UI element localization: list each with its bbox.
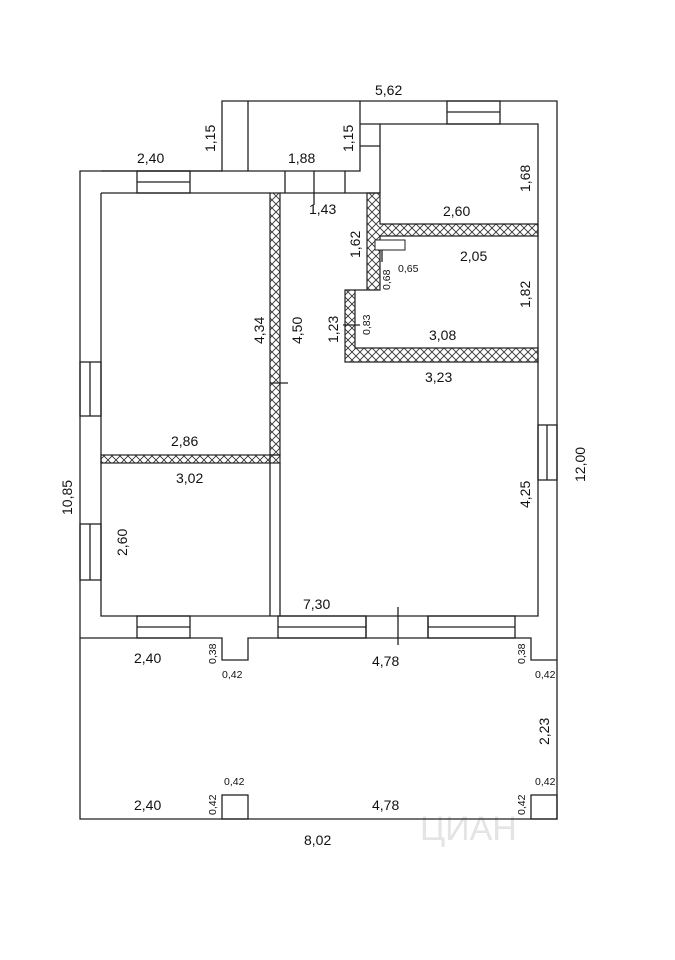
dim-post-right-h: 0,42 (516, 794, 528, 815)
dim-bath-bottom-outer: 3,23 (425, 369, 452, 385)
partition-walls (100, 192, 539, 616)
dim-bath-height: 1,82 (517, 281, 533, 308)
dim-room-height: 1,68 (517, 165, 533, 192)
dim-terrace-left-bottom: 2,40 (134, 797, 161, 813)
dim-corridor-width: 1,43 (309, 201, 336, 217)
dim-corridor-height: 1,62 (347, 231, 363, 258)
dim-top-left: 2,40 (137, 150, 164, 166)
dim-terrace-mid-bottom: 4,78 (372, 797, 399, 813)
dim-left-room-inner: 4,34 (251, 317, 267, 344)
dim-terrace-mid-top: 4,78 (372, 653, 399, 669)
watermark: ЦИАН (420, 810, 517, 848)
windows (79, 100, 558, 820)
dim-living-height: 4,25 (517, 481, 533, 508)
dim-terrace-height: 2,23 (536, 718, 552, 745)
dim-left-total: 10,85 (59, 480, 75, 515)
dim-living-width: 7,30 (303, 596, 330, 612)
dimension-lines (313, 171, 399, 645)
dim-left-room-outer: 4,50 (289, 317, 305, 344)
dim-column-width-left: 0,42 (222, 669, 243, 681)
dim-vestibule-left: 1,15 (202, 125, 218, 152)
dim-living-left: 2,60 (114, 529, 130, 556)
dim-top-total: 5,62 (375, 82, 402, 98)
dim-terrace-left-top: 2,40 (134, 650, 161, 666)
dim-column-width-right: 0,42 (535, 669, 556, 681)
dim-left-room-width-inner: 2,86 (171, 433, 198, 449)
dim-left-room-width-outer: 3,02 (176, 470, 203, 486)
dim-vestibule-right: 1,15 (340, 125, 356, 152)
dim-bath-bottom-inner: 3,08 (429, 327, 456, 343)
dim-bath-width: 2,05 (460, 248, 487, 264)
dim-niche-height: 0,68 (381, 269, 393, 290)
dim-post-left-w: 0,42 (224, 776, 245, 788)
dim-column-depth-left: 0,38 (207, 643, 219, 664)
dim-vestibule-width: 1,88 (288, 150, 315, 166)
dim-step-height: 1,23 (325, 316, 341, 343)
dim-room-width: 2,60 (443, 203, 470, 219)
dim-right-total: 12,00 (572, 447, 588, 482)
dim-column-depth-right: 0,38 (516, 643, 528, 664)
dimension-labels: 5,62 12,00 10,85 8,02 1,15 1,15 2,40 1,8… (59, 82, 588, 848)
dim-bottom-total: 8,02 (304, 832, 331, 848)
dim-niche-width: 0,65 (398, 263, 419, 275)
dim-post-left-h: 0,42 (207, 794, 219, 815)
dim-step-small: 0,83 (361, 314, 373, 335)
dim-post-right-w: 0,42 (535, 776, 556, 788)
